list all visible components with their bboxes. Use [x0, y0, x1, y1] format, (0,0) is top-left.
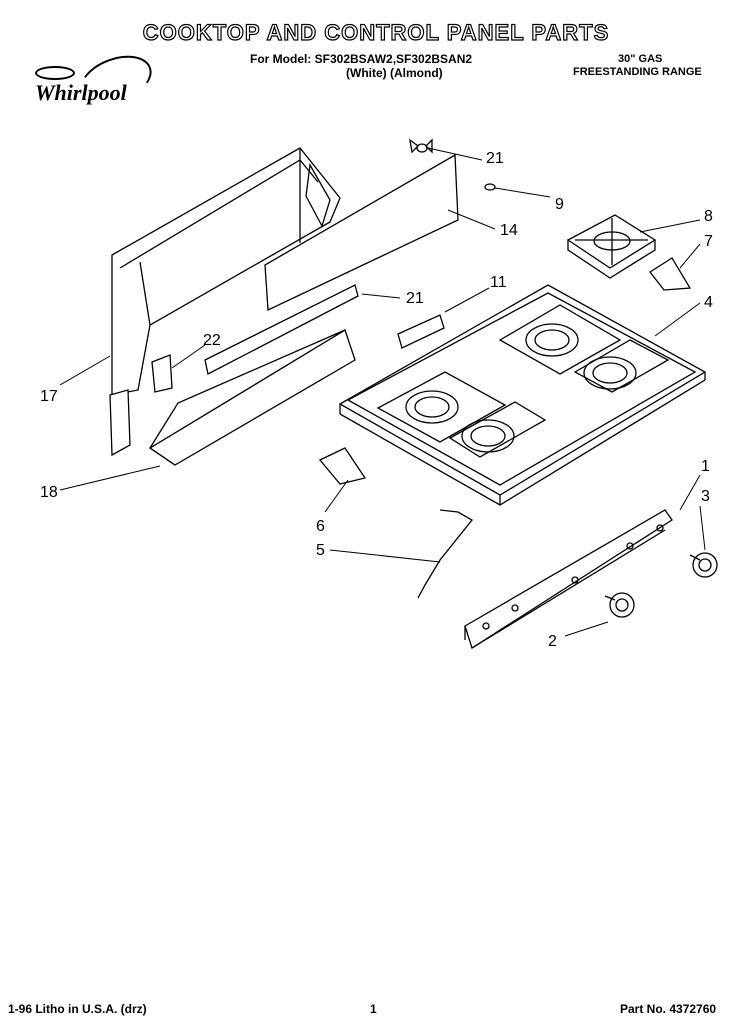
callout-8: 8	[704, 208, 713, 225]
gas-label: 30" GAS	[618, 53, 663, 65]
control-overlay	[264, 153, 459, 311]
callout-3: 3	[701, 488, 710, 505]
callout-17: 17	[40, 388, 58, 405]
footer-page: 1	[370, 1002, 377, 1016]
knob-2	[604, 592, 635, 618]
callout-5: 5	[316, 542, 325, 559]
igniter	[649, 257, 692, 291]
callout-22: 22	[203, 332, 221, 349]
logo-oval-icon	[35, 66, 75, 80]
knob-3	[689, 552, 718, 578]
control-manifold	[464, 509, 673, 650]
footer-litho: 1-96 Litho in U.S.A. (drz)	[8, 1002, 147, 1016]
wing-nut	[409, 138, 433, 154]
screw-9	[484, 183, 496, 191]
callout-18: 18	[40, 484, 58, 501]
callout-6: 6	[316, 518, 325, 535]
clip-11	[397, 314, 445, 349]
footer-part-no: Part No. 4372760	[620, 1002, 717, 1016]
bracket-22	[151, 354, 173, 393]
callout-4: 4	[704, 294, 713, 311]
callout-7: 7	[704, 233, 713, 250]
model-line: For Model: SF302BSAW2,SF302BSAN2	[250, 52, 473, 66]
cooktop	[338, 284, 707, 506]
callout-10: 21	[486, 150, 504, 167]
whirlpool-logo: Whirlpool	[27, 46, 159, 114]
callout-9: 9	[555, 196, 564, 213]
bracket-6	[318, 447, 367, 485]
callout-2: 2	[548, 633, 557, 650]
callout-21: 21	[406, 290, 424, 307]
callout-11: 11	[490, 274, 507, 291]
manifold-panel	[148, 329, 356, 466]
burner-grate	[566, 214, 657, 279]
page-title: COOKTOP AND CONTROL PANEL PARTS	[142, 19, 610, 45]
trim-strip	[204, 284, 359, 375]
variant-line: (White) (Almond)	[346, 66, 443, 80]
range-label: FREESTANDING RANGE	[573, 66, 702, 78]
callout-1: 1	[701, 458, 710, 475]
rod	[417, 509, 473, 599]
logo-text: Whirlpool	[35, 80, 127, 105]
callout-14: 14	[500, 222, 518, 239]
back-panel	[109, 147, 341, 457]
